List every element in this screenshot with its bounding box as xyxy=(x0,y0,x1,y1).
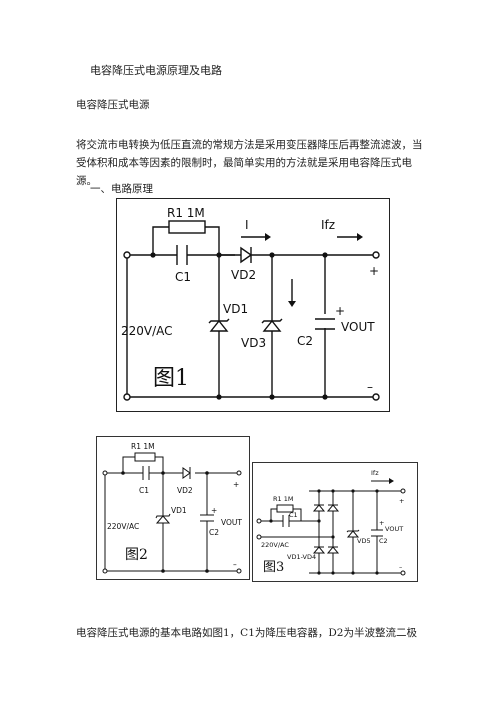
fig2-vout-label: VOUT xyxy=(221,518,242,527)
section-heading: 一、电路原理 xyxy=(90,183,153,195)
figure-1-schematic: R1 1M C1 I Ifz VD2 VD1 VD3 C2 + + VOUT 2… xyxy=(121,206,380,401)
fig2-minus-label: – xyxy=(233,560,237,569)
fig1-vout-label: VOUT xyxy=(341,320,375,334)
fig1-caption: 图1 xyxy=(153,366,189,391)
fig1-c2-plus-label: + xyxy=(335,304,345,318)
fig2-caption: 图2 xyxy=(125,547,148,563)
fig3-input-label: 220V/AC xyxy=(261,541,289,549)
fig1-vd2-label: VD2 xyxy=(231,268,256,282)
fig3-ifz-label: Ifz xyxy=(371,469,379,477)
intro-paragraph: 将交流市电转换为低压直流的常规方法是采用变压器降压后再整流滤波，当受体积和成本等… xyxy=(76,139,423,187)
figure-3-circuit: R1 1M C1 Ifz + + VOUT C2 VD5 220V/AC VD1… xyxy=(252,462,418,582)
fig3-minus-label: – xyxy=(399,563,402,571)
fig3-c2-label: C2 xyxy=(379,537,388,545)
fig1-c1-label: C1 xyxy=(175,270,191,284)
figure-1-circuit: R1 1M C1 I Ifz VD2 VD1 VD3 C2 + + VOUT 2… xyxy=(116,198,390,412)
figure-2-circuit: R1 1M C1 VD2 VD1 C2 + + VOUT 220V/AC – 图… xyxy=(96,436,250,580)
fig3-vd5-label: VD5 xyxy=(357,537,371,545)
fig3-bridge-label: VD1-VD4 xyxy=(287,553,316,561)
fig3-vout-label: VOUT xyxy=(385,525,403,533)
fig3-caption: 图3 xyxy=(263,560,284,575)
fig1-vd1-label: VD1 xyxy=(223,302,248,316)
fig2-vd2-label: VD2 xyxy=(177,486,193,495)
fig2-vd1-label: VD1 xyxy=(171,506,187,515)
body-paragraph: 电容降压式电源的基本电路如图1，C1为降压电容器，D2为半波整流二极 xyxy=(76,627,417,639)
fig1-c2-label: C2 xyxy=(297,334,313,348)
fig1-current-i-label: I xyxy=(245,218,249,232)
fig1-r1-label: R1 1M xyxy=(167,206,205,220)
fig1-plus-out-label: + xyxy=(369,264,379,278)
fig2-input-label: 220V/AC xyxy=(107,522,139,531)
fig1-vd3-label: VD3 xyxy=(241,336,266,350)
figure-2-schematic: R1 1M C1 VD2 VD1 C2 + + VOUT 220V/AC – 图… xyxy=(102,442,242,574)
figure-3-schematic: R1 1M C1 Ifz + + VOUT C2 VD5 220V/AC VD1… xyxy=(256,469,406,576)
fig1-current-ifz-label: Ifz xyxy=(321,218,335,232)
fig3-c1-label: C1 xyxy=(289,511,298,519)
fig3-plus-out-label: + xyxy=(399,497,404,505)
fig1-minus-label: – xyxy=(367,380,373,394)
fig3-c2-plus-label: + xyxy=(379,519,384,527)
fig1-input-label: 220V/AC xyxy=(121,324,173,338)
fig2-r1-label: R1 1M xyxy=(131,442,155,451)
fig2-plus-out-label: + xyxy=(233,480,239,489)
fig2-c2-label: C2 xyxy=(209,528,219,537)
fig3-r1-label: R1 1M xyxy=(273,495,293,503)
fig2-c1-label: C1 xyxy=(139,486,149,495)
document-title: 电容降压式电源原理及电路 xyxy=(90,64,222,77)
fig2-c2-plus-label: + xyxy=(211,506,217,515)
section-title: 电容降压式电源 xyxy=(76,99,150,111)
